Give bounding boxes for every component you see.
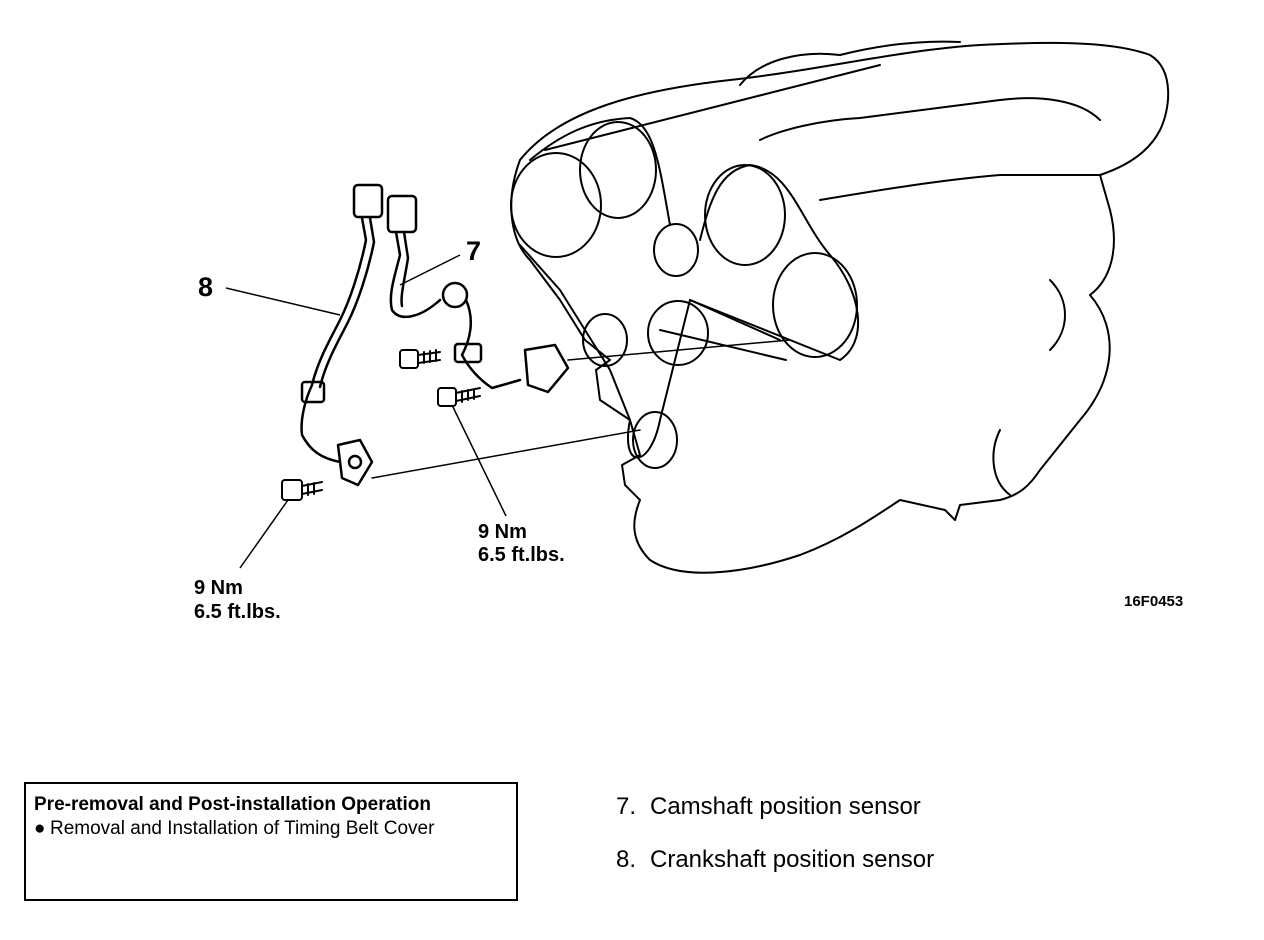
callout-8: 8 [198, 272, 213, 302]
engine-block-illustration [510, 40, 1170, 574]
mounting-bolts [281, 349, 481, 501]
figure-code: 16F0453 [1124, 593, 1183, 610]
leader-line-8 [225, 287, 341, 316]
torque-nm-camshaft-bolt: 9 Nm [478, 521, 527, 543]
operation-box-title: Pre-removal and Post-installation Operat… [34, 794, 431, 815]
crankshaft-sensor-assembly [300, 183, 641, 487]
legend-label: Crankshaft position sensor [650, 846, 935, 873]
crank-sensor-connector [352, 183, 384, 219]
bullet-icon: ● [34, 818, 46, 839]
cam-sensor-body [523, 343, 570, 394]
cam-sensor-connector [386, 194, 418, 234]
torque-ftlbs-camshaft-bolt: 6.5 ft.lbs. [478, 544, 565, 566]
operation-box: Pre-removal and Post-installation Operat… [24, 782, 518, 901]
torque-ftlbs-crankshaft-bolt: 6.5 ft.lbs. [194, 601, 281, 623]
legend-label: Camshaft position sensor [650, 793, 921, 820]
bolt-upper [399, 349, 441, 369]
leader-line-7 [399, 254, 461, 286]
operation-box-item: ● Removal and Installation of Timing Bel… [34, 817, 508, 841]
bolt-camshaft [437, 387, 481, 407]
operation-box-item-text: Removal and Installation of Timing Belt … [50, 818, 435, 839]
legend-number: 7. [616, 793, 637, 820]
legend-number: 8. [616, 846, 637, 873]
camshaft-sensor-assembly [386, 194, 791, 394]
leader-line-cam-bolt [451, 404, 507, 517]
callout-7: 7 [466, 236, 481, 266]
crank-sensor-body [336, 438, 374, 487]
bolt-crankshaft [281, 479, 323, 501]
legend-item-camshaft-sensor: 7. Camshaft position sensor [616, 793, 921, 821]
torque-nm-crankshaft-bolt: 9 Nm [194, 577, 243, 599]
leader-lines [225, 254, 507, 569]
leader-line-crank-bolt [239, 499, 289, 569]
legend-item-crankshaft-sensor: 8. Crankshaft position sensor [616, 846, 934, 874]
